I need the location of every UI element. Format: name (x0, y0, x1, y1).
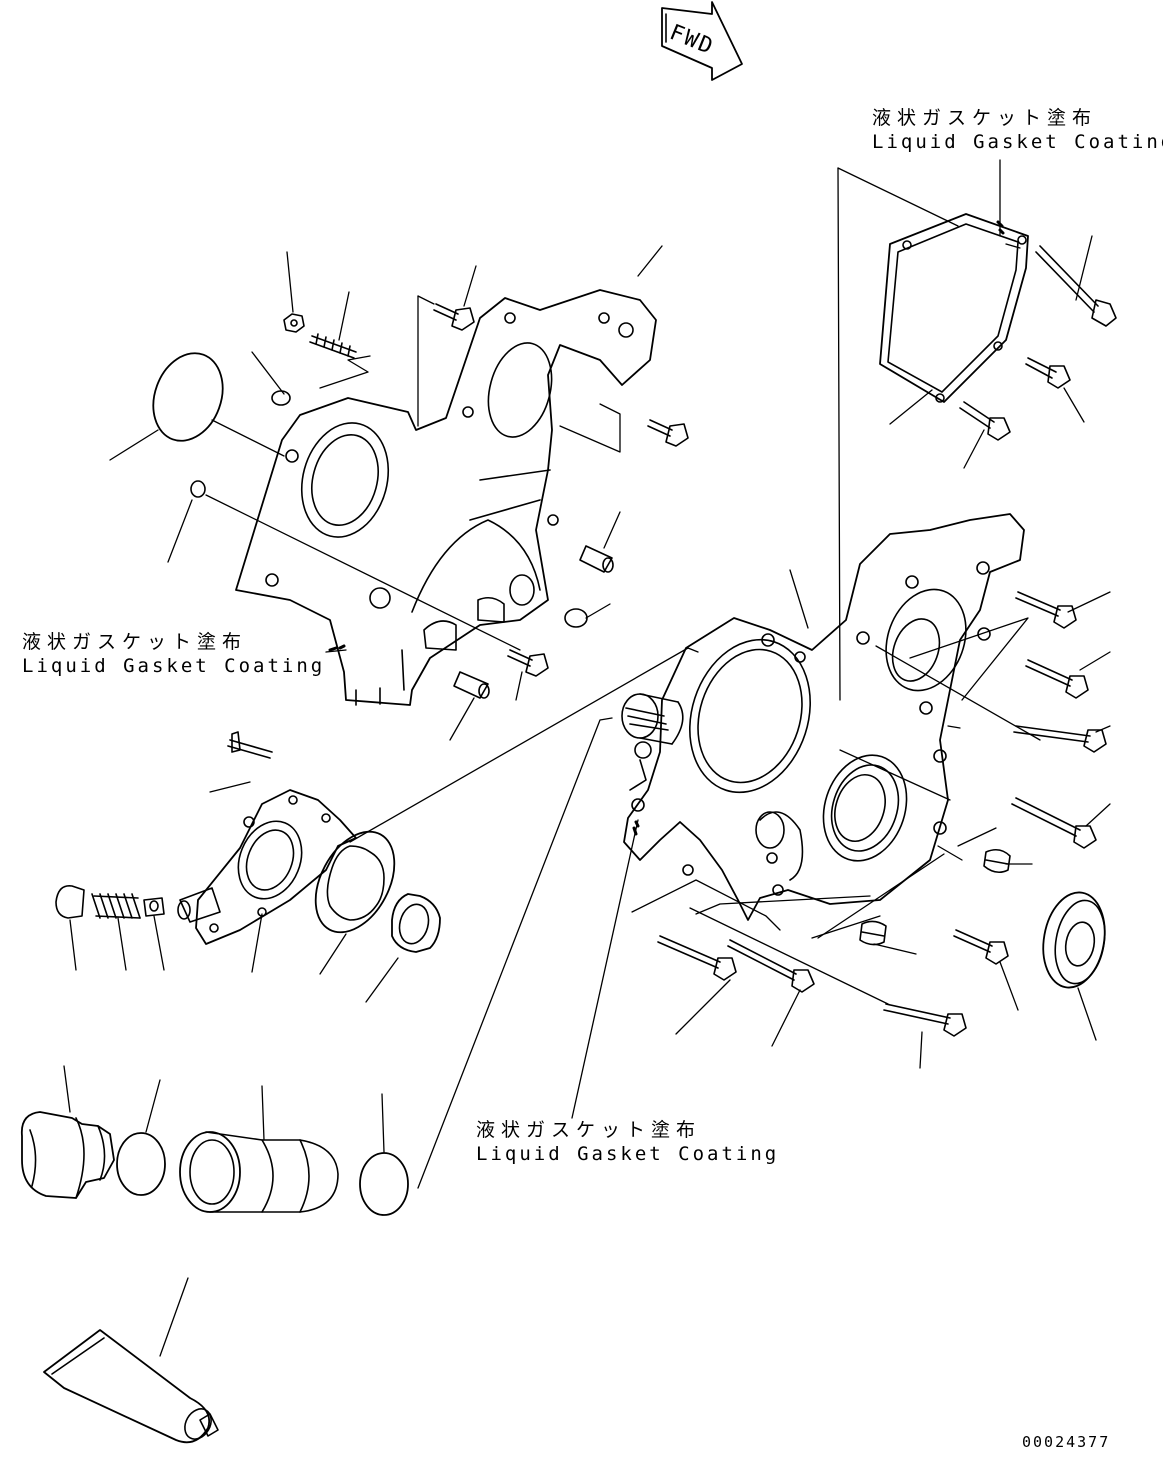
leader-lines (64, 1066, 384, 1152)
filler-cap (22, 1112, 114, 1198)
gear-case-cover (236, 290, 656, 705)
callout-jp: 液状ガスケット塗布 (476, 1119, 702, 1141)
relief-valve-spring (92, 894, 140, 918)
plug (860, 921, 886, 944)
bolt (508, 650, 548, 676)
leader-lines (632, 570, 1110, 1068)
oil-filler-tube (180, 1132, 338, 1212)
relief-valve-plug (56, 886, 84, 918)
bolt (1036, 246, 1116, 326)
bolt (658, 936, 736, 980)
bolt (884, 1004, 966, 1036)
gasket-marks (330, 222, 1003, 834)
bolt (1026, 660, 1088, 698)
leader-lines (110, 246, 662, 740)
o-ring-small (565, 609, 587, 627)
dowel-pin (580, 546, 613, 572)
stud-bolt (310, 334, 356, 358)
threaded-fitting (622, 694, 683, 744)
leader-lines (70, 782, 398, 1002)
o-ring-small (191, 481, 205, 497)
plug (984, 850, 1010, 873)
fwd-label: FWD (666, 20, 718, 60)
inner-rotor (392, 894, 440, 952)
bolt (954, 930, 1008, 964)
bolt (728, 940, 814, 992)
front-case-housing (624, 514, 1024, 920)
outer-rotor (300, 818, 411, 945)
callout-en: Liquid Gasket Coating (872, 131, 1163, 153)
oil-seal (1036, 888, 1112, 993)
fwd-direction-arrow: FWD (662, 2, 742, 80)
dowel-pin (454, 672, 489, 698)
bolt (648, 420, 688, 446)
bolt (1016, 592, 1076, 628)
bolt (1012, 798, 1096, 848)
callout-en: Liquid Gasket Coating (22, 655, 326, 677)
nut (284, 314, 304, 332)
o-ring (360, 1153, 408, 1215)
access-cover-plate (880, 214, 1028, 402)
gasket-callout-left: 液状ガスケット塗布 Liquid Gasket Coating (22, 630, 325, 678)
oil-pump-screw (228, 732, 272, 758)
o-ring-small (272, 391, 290, 405)
callout-jp: 液状ガスケット塗布 (22, 631, 248, 653)
leader-lines (838, 160, 1092, 700)
relief-valve (144, 898, 164, 916)
figure-number: 00024377 (1022, 1433, 1111, 1451)
gasket-callout-bottom: 液状ガスケット塗布 Liquid Gasket Coating (476, 1118, 779, 1166)
bolt (434, 304, 474, 330)
bolt (1014, 726, 1106, 752)
relief-valve-housing (178, 888, 220, 922)
o-ring-large (142, 343, 235, 450)
oil-pump-body (196, 790, 356, 944)
bolt (1026, 358, 1070, 388)
leader-lines (350, 648, 698, 1188)
liquid-gasket-tube (44, 1278, 218, 1444)
gasket-callout-top-right: 液状ガスケット塗布 Liquid Gasket Coating (872, 106, 1163, 154)
bolt (960, 402, 1010, 440)
o-ring (117, 1133, 165, 1195)
callout-en: Liquid Gasket Coating (476, 1143, 780, 1165)
callout-jp: 液状ガスケット塗布 (872, 107, 1098, 129)
